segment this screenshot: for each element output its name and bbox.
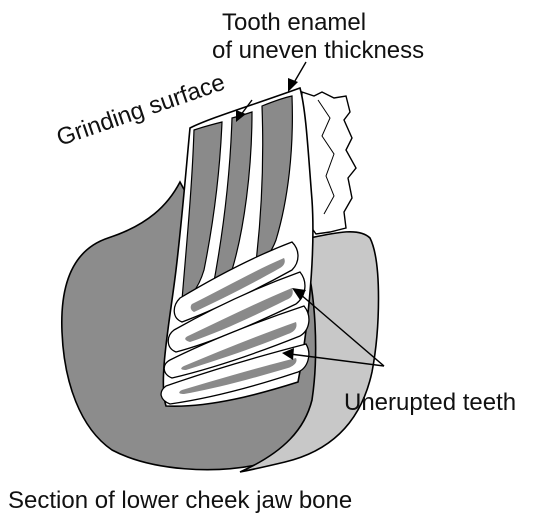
figure-caption: Section of lower cheek jaw bone: [8, 487, 352, 514]
unerupted-teeth-label: Unerupted teeth: [344, 389, 516, 416]
enamel-label-line1: Tooth enamel: [222, 9, 366, 36]
enamel-label-line2: of uneven thickness: [212, 37, 424, 64]
